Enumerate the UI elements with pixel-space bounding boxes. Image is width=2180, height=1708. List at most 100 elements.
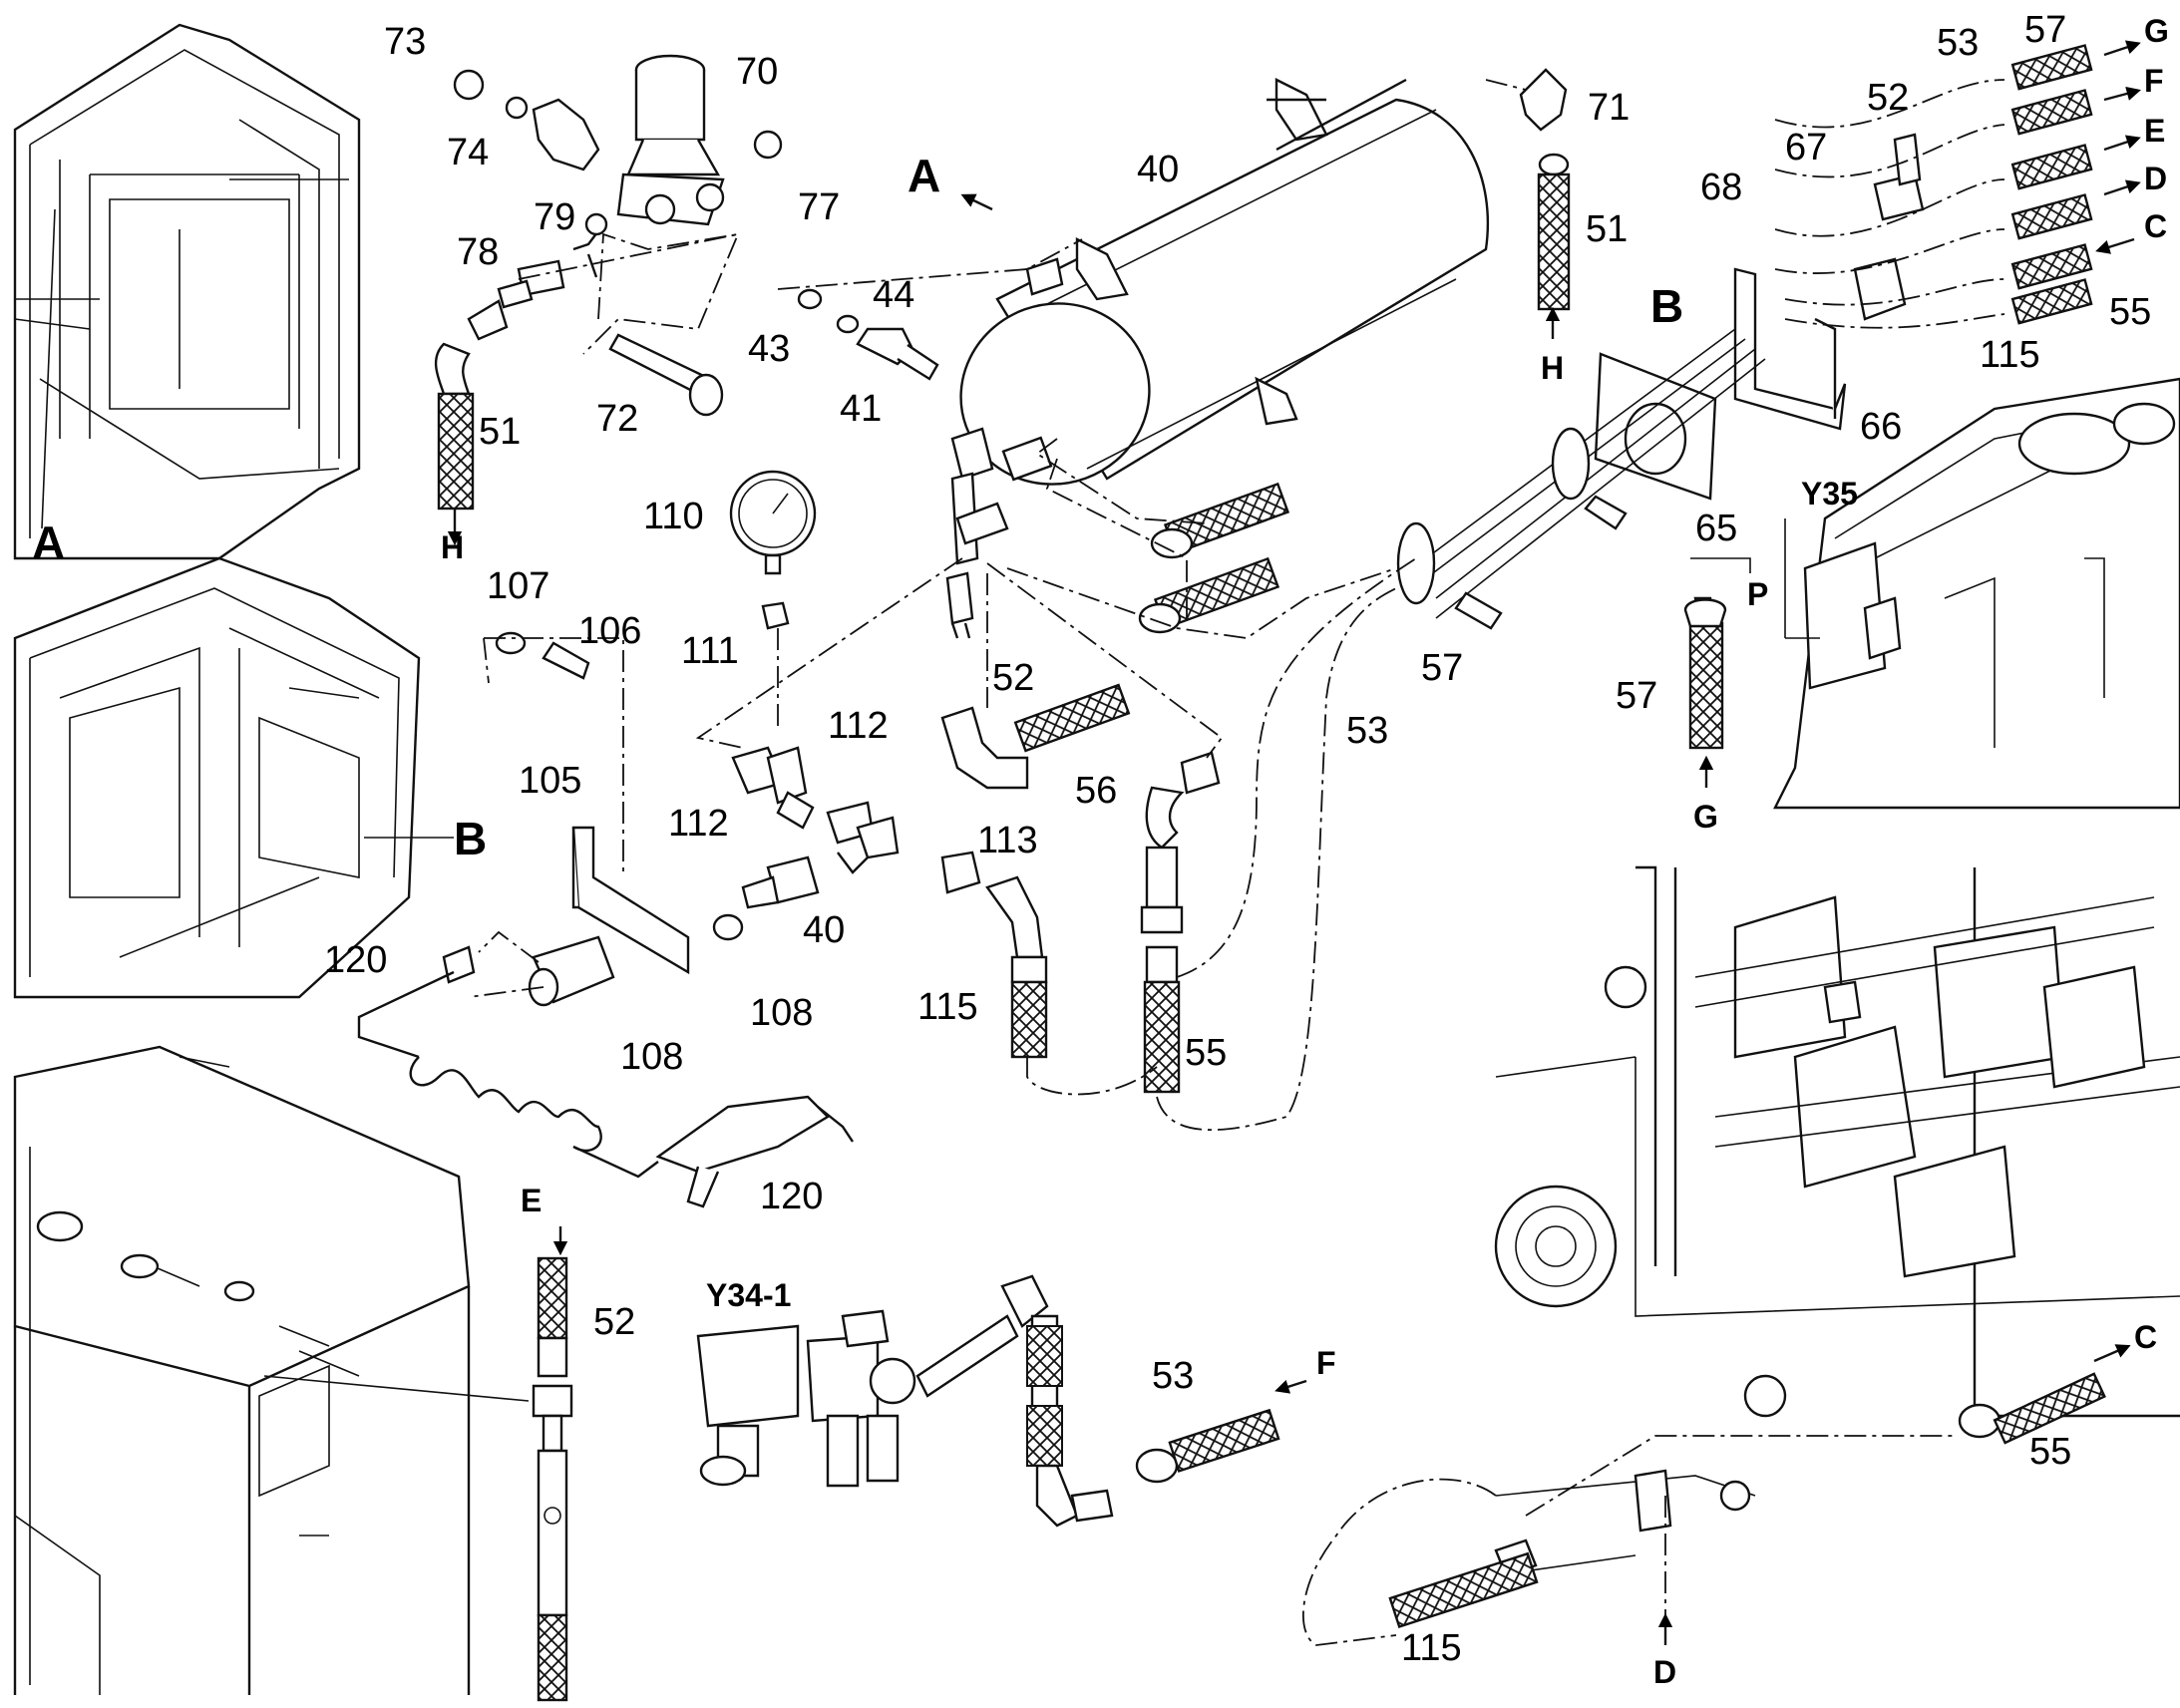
pressure-gauge-110 [729, 470, 817, 630]
letter-h-left: H [441, 529, 464, 565]
callout-40-tank: 40 [1137, 149, 1179, 190]
hose-52-bottom [532, 1256, 573, 1702]
callout-52-top: 52 [1867, 77, 1909, 119]
callout-53-bottom: 53 [1152, 1355, 1194, 1397]
hose-bundle-top-right [2010, 44, 2093, 325]
filter-regulator-y34-1 [696, 1274, 1114, 1528]
callout-108-right: 108 [750, 992, 813, 1034]
callout-74: 74 [447, 132, 489, 173]
letter-h-right: H [1541, 350, 1564, 386]
component-codes: Y35 Y34-1 [706, 476, 1858, 1313]
air-tank-40 [959, 78, 1490, 486]
letter-g-top: G [2144, 13, 2169, 49]
valve-y35-view [1683, 377, 2180, 810]
hose-52-center [940, 683, 1131, 790]
callout-110: 110 [643, 496, 704, 537]
hose-53-57-center [1138, 482, 1290, 634]
callout-115-engine: 115 [1401, 1627, 1462, 1669]
letter-f-top: F [2144, 63, 2164, 99]
engine-compressor-view [1494, 865, 2180, 1576]
callout-numbers: 73 70 74 77 79 78 51 72 43 44 41 40 71 5… [324, 9, 2151, 1669]
callout-106: 106 [578, 610, 641, 652]
callout-56: 56 [1075, 770, 1117, 812]
tee-fittings-112 [712, 746, 981, 941]
callout-55-top: 55 [2109, 291, 2151, 333]
cab-tank-view-bottom [13, 1045, 471, 1695]
letter-a-frame: A [32, 516, 65, 568]
tank-fittings-tee [945, 427, 1009, 639]
bolts-41-43-44 [797, 288, 939, 381]
bolt-72 [608, 333, 724, 417]
hose-51-right [1519, 68, 1571, 311]
hose-115-center [985, 875, 1048, 1059]
callout-73: 73 [384, 21, 426, 63]
callout-57-center: 57 [1421, 647, 1463, 689]
callout-67: 67 [1785, 127, 1827, 169]
callout-66: 66 [1860, 406, 1902, 448]
callout-43: 43 [748, 328, 790, 370]
hose-53-bottom [1135, 1408, 1280, 1484]
letter-e-bottom: E [521, 1183, 542, 1218]
letter-f-bottom: F [1316, 1345, 1336, 1381]
callout-71: 71 [1588, 87, 1630, 129]
callout-44: 44 [873, 274, 914, 316]
callout-57-right: 57 [1616, 675, 1657, 717]
component-y34-1: Y34-1 [706, 1277, 791, 1313]
callout-111: 111 [681, 630, 739, 672]
callout-65: 65 [1695, 508, 1737, 549]
callout-52-center: 52 [992, 657, 1034, 699]
blow-gun-120 [357, 945, 854, 1208]
cab-frame-view-top [13, 23, 361, 560]
leader-lines [41, 79, 2005, 1646]
letter-d-top: D [2144, 161, 2167, 196]
callout-40-fitting: 40 [803, 909, 845, 951]
coupler-108 [528, 935, 615, 1007]
callout-57-top: 57 [2024, 9, 2066, 51]
callout-77: 77 [798, 186, 840, 228]
callout-79: 79 [534, 196, 575, 238]
callout-68: 68 [1700, 167, 1742, 208]
callout-120-lower: 120 [760, 1176, 823, 1217]
reference-letters: A A B B H H G F E D C P G E F C D [32, 13, 2169, 1690]
callout-55-engine: 55 [2029, 1431, 2071, 1473]
callout-52-bottom: 52 [593, 1301, 635, 1343]
callout-108-left: 108 [620, 1036, 683, 1078]
callout-107: 107 [487, 565, 549, 607]
letter-d-engine: D [1653, 1654, 1676, 1690]
hose-115-engine [1388, 1538, 1539, 1629]
letter-b-bulkhead: B [1650, 280, 1683, 332]
direction-arrows [447, 40, 2141, 1645]
bracket-105 [571, 826, 690, 975]
hose-55-engine [1958, 1372, 2106, 1445]
callout-72: 72 [596, 398, 638, 440]
letter-p: P [1747, 576, 1768, 612]
callout-51-left: 51 [479, 411, 521, 453]
component-y35: Y35 [1801, 476, 1858, 512]
letter-a-tank: A [908, 150, 940, 201]
callout-112-upper: 112 [828, 705, 889, 747]
hose-56-55 [1140, 751, 1221, 1094]
callout-41: 41 [840, 388, 882, 430]
callout-78: 78 [457, 231, 499, 273]
callout-105: 105 [519, 760, 581, 802]
letter-g-bottom: G [1693, 799, 1718, 835]
bulkhead-65-and-bracket-66 [1396, 133, 1925, 630]
lubricator-assembly [453, 54, 783, 297]
letter-c-engine: C [2134, 1319, 2157, 1355]
callout-53-center: 53 [1346, 710, 1388, 752]
callout-120-upper: 120 [324, 939, 387, 981]
letter-c-top: C [2144, 208, 2167, 244]
callout-70: 70 [736, 51, 778, 93]
cab-frame-view-middle [13, 556, 421, 999]
callout-115-center: 115 [917, 986, 978, 1028]
callout-51-right: 51 [1586, 208, 1628, 250]
fitting-78-elbow-51 [434, 279, 534, 511]
callout-115-top: 115 [1980, 334, 2040, 376]
callout-113: 113 [977, 820, 1038, 861]
callout-112-lower: 112 [668, 803, 729, 845]
bolts-106-107 [495, 631, 590, 680]
letter-b-frame: B [454, 813, 487, 864]
callout-53-top: 53 [1937, 22, 1979, 64]
callout-55-center: 55 [1185, 1032, 1227, 1074]
